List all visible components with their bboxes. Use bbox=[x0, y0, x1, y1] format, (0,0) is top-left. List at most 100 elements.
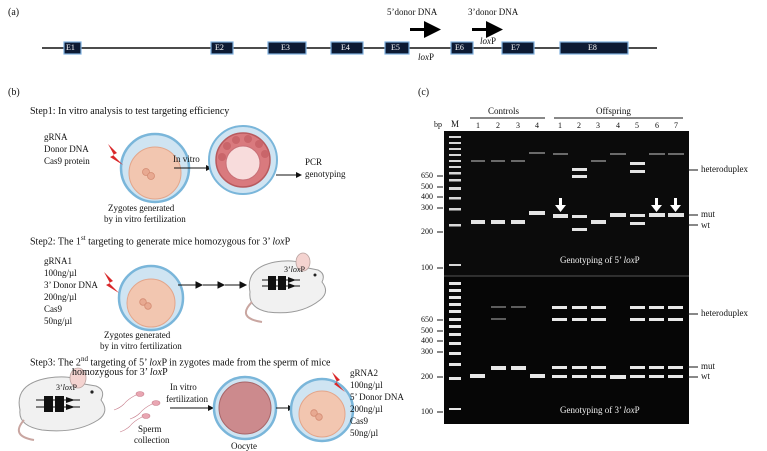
exon-e4 bbox=[330, 41, 364, 55]
sperm-label-2: collection bbox=[134, 435, 170, 445]
mut-label-top: mut bbox=[701, 209, 716, 219]
step2-reagent-5: Cas9 bbox=[44, 304, 62, 314]
control-lane-4: 4 bbox=[535, 121, 539, 130]
step1-reagent-3: Cas9 protein bbox=[44, 156, 90, 166]
ladder-bottom-400: 400 bbox=[421, 336, 433, 345]
marker-label: M bbox=[451, 119, 460, 129]
band-c4 bbox=[529, 211, 545, 215]
ladder-top-100: 100 bbox=[421, 263, 433, 272]
offspring-lane-1: 1 bbox=[558, 121, 562, 130]
exon-e1 bbox=[63, 41, 82, 55]
exon-e5 bbox=[384, 41, 410, 55]
exon-label-e4: E4 bbox=[341, 43, 350, 52]
band-o2-wt bbox=[572, 228, 587, 231]
step2-reagent-4: 200ng/µl bbox=[44, 292, 77, 302]
ladder-ticks bbox=[437, 175, 443, 413]
exon-e6 bbox=[450, 41, 474, 55]
exon-label-e2: E2 bbox=[215, 43, 224, 52]
step2-reagent-6: 50ng/µl bbox=[44, 316, 73, 326]
lightning-icon-step2 bbox=[104, 272, 119, 293]
step2-reagent-2: 100ng/µl bbox=[44, 268, 77, 278]
offspring-lane-5: 5 bbox=[635, 121, 639, 130]
exon-label-e5: E5 bbox=[391, 43, 400, 52]
band-c2 bbox=[491, 220, 505, 224]
offspring-lane-4: 4 bbox=[616, 121, 620, 130]
exon-e8 bbox=[559, 41, 629, 55]
ladder-bottom-100: 100 bbox=[421, 407, 433, 416]
exon-label-e7: E7 bbox=[511, 43, 520, 52]
step3-reagent-3: 5’ Donor DNA bbox=[350, 392, 404, 402]
step2-mouse-label: 3’loxP bbox=[284, 265, 305, 274]
exon-e3 bbox=[267, 41, 307, 55]
step2-caption-1: Zygotes generated bbox=[104, 330, 171, 340]
bottom-gel-bands bbox=[470, 306, 683, 379]
mouse-icon-step2 bbox=[244, 252, 326, 323]
band-c3 bbox=[511, 220, 525, 224]
loxp3-label: loxP bbox=[480, 36, 497, 46]
step3-mouse-label: 3’loxP bbox=[56, 383, 77, 392]
loxp5-label: loxP bbox=[418, 52, 435, 62]
step3-reagent-6: 50ng/µl bbox=[350, 428, 379, 438]
ladder-bottom-200: 200 bbox=[421, 372, 433, 381]
controls-label: Controls bbox=[488, 106, 520, 116]
wt-label-top: wt bbox=[701, 220, 710, 230]
exon-label-e6: E6 bbox=[455, 43, 464, 52]
gel1-caption: Genotyping of 5’ loxP bbox=[560, 255, 640, 265]
gel2-caption: Genotyping of 3’ loxP bbox=[560, 405, 640, 415]
blastocyst-icon bbox=[208, 125, 278, 195]
band-o2-hd2 bbox=[572, 175, 587, 178]
step3-title-line2: homozygous for 3’ loxP bbox=[72, 367, 168, 378]
step3-reagent-4: 200ng/µl bbox=[350, 404, 383, 414]
ladder-bottom-650: 650 bbox=[421, 315, 433, 324]
exon-label-e1: E1 bbox=[66, 43, 75, 52]
heteroduplex-label-bottom: heteroduplex bbox=[701, 308, 748, 318]
band-o3 bbox=[591, 220, 606, 224]
band-o5-hd1 bbox=[630, 162, 645, 165]
ladder-top-650: 650 bbox=[421, 171, 433, 180]
step2-caption-2: by in vitro fertilization bbox=[100, 341, 182, 351]
panel-b-label: (b) bbox=[8, 87, 20, 98]
step1-reagent-1: gRNA bbox=[44, 132, 68, 142]
oocyte-icon bbox=[212, 375, 278, 441]
step3-title-line1: Step3: The 2nd targeting of 5’ loxP in z… bbox=[30, 355, 331, 369]
exon-e7 bbox=[501, 41, 535, 55]
step2-zygote bbox=[117, 264, 185, 332]
step1-reagent-2: Donor DNA bbox=[44, 144, 89, 154]
band-pointers bbox=[687, 169, 698, 378]
ladder-bottom-500: 500 bbox=[421, 326, 433, 335]
offspring-lane-2: 2 bbox=[577, 121, 581, 130]
bottom-gel-faint bbox=[491, 306, 526, 320]
wt-label-bottom: wt bbox=[701, 371, 710, 381]
donor5-label: 5’donor DNA bbox=[387, 7, 438, 17]
ivf-label-2: fertilization bbox=[166, 394, 208, 404]
top-gel-bands bbox=[471, 162, 684, 231]
step1-result-1: PCR bbox=[305, 157, 323, 167]
step1-title: Step1: In vitro analysis to test targeti… bbox=[30, 106, 230, 117]
donor3-label: 3’donor DNA bbox=[468, 7, 519, 17]
ladder-top-300: 300 bbox=[421, 203, 433, 212]
step3-zygote bbox=[289, 377, 355, 443]
offspring-lane-3: 3 bbox=[596, 121, 600, 130]
offspring-label: Offspring bbox=[596, 106, 631, 116]
control-lane-3: 3 bbox=[516, 121, 520, 130]
control-lane-1: 1 bbox=[476, 121, 480, 130]
ladder-bottom bbox=[449, 282, 461, 410]
top-gel-faint bbox=[471, 152, 684, 162]
loxp3-arrow bbox=[486, 21, 503, 38]
ladder-top-200: 200 bbox=[421, 227, 433, 236]
exon-label-e8: E8 bbox=[588, 43, 597, 52]
panel-a-label: (a) bbox=[8, 7, 20, 18]
lightning-icon-step3 bbox=[332, 372, 345, 392]
control-lane-2: 2 bbox=[496, 121, 500, 130]
lightning-icon-step1 bbox=[108, 144, 123, 165]
band-o1 bbox=[553, 214, 568, 218]
step3-reagent-1: gRNA2 bbox=[350, 368, 379, 378]
ladder-bottom-300: 300 bbox=[421, 347, 433, 356]
gel-image bbox=[444, 131, 689, 424]
step1-arrow-label: In vitro bbox=[173, 154, 200, 164]
step1-caption-1: Zygotes generated bbox=[108, 203, 175, 213]
loxp5-arrow bbox=[424, 21, 441, 38]
offspring-lane-7: 7 bbox=[674, 121, 678, 130]
step1-result-2: genotyping bbox=[305, 169, 346, 179]
